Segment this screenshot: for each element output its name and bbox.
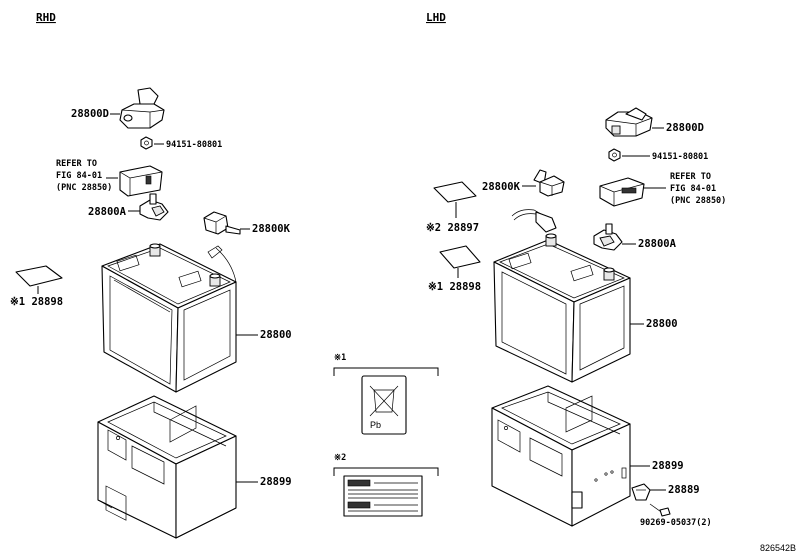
rhd-label-94151[interactable]: 94151-80801 [166, 140, 222, 150]
lhd-label-refer-to: REFER TO [670, 172, 711, 182]
lhd-label-90269[interactable]: 90269-05037(2) [640, 518, 712, 528]
rhd-tray-28899[interactable] [97, 395, 237, 539]
rhd-label-sheet-28898[interactable] [15, 265, 63, 287]
note-2-bracket [333, 467, 439, 476]
rhd-label-28800d[interactable]: 28800D [71, 108, 109, 120]
lhd-tray-28899[interactable] [491, 385, 631, 527]
lhd-clip-90269[interactable] [649, 503, 671, 517]
lhd-label-fig[interactable]: FIG 84-01 [670, 184, 716, 194]
lhd-bracket-28889[interactable] [631, 483, 651, 501]
lhd-label-94151[interactable]: 94151-80801 [652, 152, 708, 162]
lhd-label-28897[interactable]: ※2 28897 [426, 222, 479, 234]
lhd-label-28800k[interactable]: 28800K [482, 181, 521, 193]
rhd-nut-94151[interactable] [140, 136, 153, 150]
lhd-nut-94151[interactable] [608, 148, 621, 162]
rhd-heading: RHD [36, 11, 56, 24]
lhd-label-sheet-28898[interactable] [439, 245, 481, 269]
lhd-battery-28800[interactable] [493, 209, 631, 383]
svg-text:Pb: Pb [370, 420, 381, 430]
lhd-label-pnc: (PNC 28850) [670, 196, 726, 206]
note-2-marker: ※2 [334, 453, 346, 463]
rhd-label-refer-to: REFER TO [56, 159, 97, 169]
lhd-fuse-block-ref[interactable] [599, 177, 645, 207]
lhd-label-28898[interactable]: ※1 28898 [428, 281, 481, 293]
note-2-warning-label [343, 475, 423, 517]
lhd-heading: LHD [426, 11, 446, 24]
rhd-clamp-28800a[interactable] [139, 193, 169, 221]
rhd-terminal-28800k[interactable] [203, 211, 241, 235]
rhd-label-pnc: (PNC 28850) [56, 183, 112, 193]
note-1-marker: ※1 [334, 353, 346, 363]
rhd-fuse-block-ref[interactable] [119, 165, 163, 197]
rhd-label-fig[interactable]: FIG 84-01 [56, 171, 102, 181]
lhd-label-sheet-28897[interactable] [433, 181, 477, 203]
note-1-recycle-label: Pb [361, 375, 407, 435]
note-1-bracket [333, 367, 439, 376]
lhd-label-28800a[interactable]: 28800A [638, 238, 677, 250]
drawing-code: 826542B [760, 543, 796, 553]
rhd-label-28898[interactable]: ※1 28898 [10, 296, 63, 308]
rhd-label-28800[interactable]: 28800 [260, 329, 292, 341]
rhd-label-28899[interactable]: 28899 [260, 476, 292, 488]
lhd-label-28889[interactable]: 28889 [668, 484, 700, 496]
lhd-label-28899[interactable]: 28899 [652, 460, 684, 472]
lhd-terminal-28800k[interactable] [533, 169, 565, 197]
lhd-terminal-cover-28800d[interactable] [605, 107, 653, 137]
rhd-battery-28800[interactable] [101, 243, 237, 393]
lhd-clamp-28800a[interactable] [593, 223, 623, 251]
lhd-label-28800[interactable]: 28800 [646, 318, 678, 330]
rhd-label-28800a[interactable]: 28800A [88, 206, 127, 218]
rhd-terminal-cover-28800d[interactable] [119, 87, 165, 129]
lhd-label-28800d[interactable]: 28800D [666, 122, 704, 134]
rhd-label-28800k[interactable]: 28800K [252, 223, 291, 235]
